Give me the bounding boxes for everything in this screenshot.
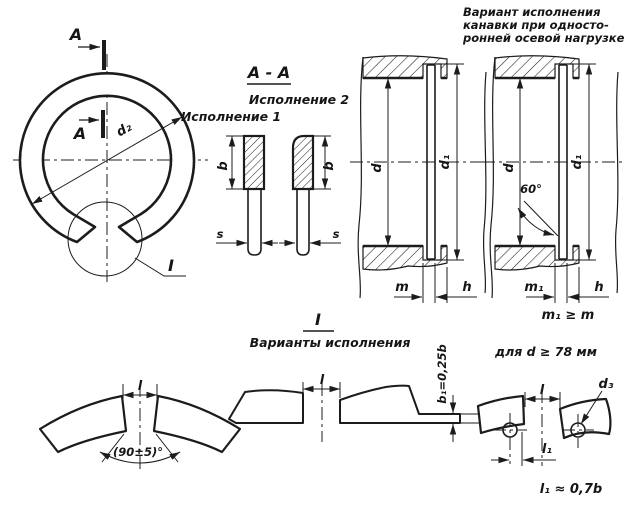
note-line3: ронней осевой нагрузке bbox=[462, 31, 625, 45]
dv3-l1-formula-note: l₁ ≈ 0,7b bbox=[540, 482, 602, 497]
groove-section-alt: d d₁ 60° m₁ h m₁ ≥ m bbox=[482, 55, 624, 323]
section-aa-title: A - A bbox=[246, 63, 291, 82]
dv1-angle-label: (90±5)° bbox=[113, 445, 163, 459]
gm-d-label: d bbox=[370, 163, 385, 173]
ring-front-view: I d₂ A A bbox=[13, 25, 208, 282]
dv1-angle-arc bbox=[99, 451, 181, 464]
d2-dim-label: d₂ bbox=[114, 120, 135, 141]
detail-i-title: I bbox=[315, 310, 321, 329]
gm-d1-label: d₁ bbox=[438, 154, 453, 169]
dv1-left-ring-end bbox=[38, 394, 128, 454]
dv2-l-label: l bbox=[320, 373, 325, 388]
gm-break-edge-left bbox=[357, 56, 364, 299]
ga-m1-label: m₁ bbox=[524, 280, 544, 295]
detail-i-section: I Варианты исполнения (90±5)° l b₁=0,25b bbox=[38, 310, 614, 497]
v1-lug-lower bbox=[247, 188, 262, 256]
variant-tapered-ends: b₁=0,25b l bbox=[228, 344, 482, 442]
dv3-l-label: l bbox=[540, 383, 545, 398]
ga-h-label: h bbox=[594, 280, 603, 295]
variant-angled-ends: (90±5)° l bbox=[38, 379, 242, 470]
section-letter-mid: A bbox=[72, 124, 86, 143]
gm-bore-surface-lines bbox=[363, 76, 447, 248]
detail-i-subtitle: Варианты исполнения bbox=[250, 335, 411, 350]
variant-holes-ends: для d ≥ 78 мм d₃ l l₁ l₁ ≈ 0,7b bbox=[476, 344, 614, 497]
ga-break-edge-right bbox=[614, 71, 619, 294]
v2-lug-lower bbox=[296, 188, 310, 256]
ga-bore-surface-lines bbox=[495, 76, 579, 248]
variant1-label: Исполнение 1 bbox=[181, 109, 281, 124]
dv1-right-ring-end bbox=[152, 394, 242, 454]
dv2-b1-label: b₁=0,25b bbox=[435, 344, 449, 404]
v2-ring-section-hatched bbox=[291, 134, 315, 191]
note-line2: канавки при односто- bbox=[463, 18, 609, 32]
section-letter-top: A bbox=[68, 25, 82, 44]
ga-angle-arc bbox=[517, 207, 555, 236]
dv1-l-label: l bbox=[138, 379, 143, 394]
v2-s-label: s bbox=[333, 227, 340, 241]
v2-b-label: b bbox=[322, 161, 337, 170]
dv3-l1-label: l₁ bbox=[542, 442, 552, 457]
section-aa-view: A - A Исполнение 2 Исполнение 1 b s b s bbox=[181, 63, 349, 256]
gm-h-label: h bbox=[462, 280, 471, 295]
gm-m-label: m bbox=[395, 280, 409, 295]
groove-section-main: d d₁ m h bbox=[350, 55, 490, 303]
gm-housing-top-hatched bbox=[362, 55, 448, 79]
ga-ring-edge-view bbox=[558, 64, 568, 260]
ga-m1-ge-m-note: m₁ ≥ m bbox=[542, 308, 595, 323]
v1-b-label: b bbox=[216, 161, 231, 170]
detail-leader-line bbox=[134, 257, 186, 277]
ga-angle-label: 60° bbox=[520, 182, 542, 196]
v1-s-label: s bbox=[217, 227, 224, 241]
dv2-left-ring-end bbox=[228, 389, 304, 424]
d2-diameter-line bbox=[31, 116, 183, 205]
v1-ring-section-hatched bbox=[242, 134, 266, 191]
dv3-d3-leader bbox=[580, 390, 603, 425]
groove-variant-note: Вариант исполнения канавки при односто- … bbox=[462, 5, 625, 45]
ga-d-label: d bbox=[502, 163, 517, 173]
gm-ring-edge-view bbox=[426, 64, 436, 260]
ga-housing-top-hatched bbox=[494, 55, 580, 79]
ga-break-edge-left bbox=[489, 56, 496, 299]
dv3-condition-note: для d ≥ 78 мм bbox=[494, 344, 597, 359]
variant2-label: Исполнение 2 bbox=[249, 92, 349, 107]
aa-version1: b s bbox=[216, 134, 278, 256]
aa-version2: b s bbox=[279, 134, 341, 256]
note-line1: Вариант исполнения bbox=[463, 5, 601, 19]
ga-d1-label: d₁ bbox=[570, 154, 585, 169]
dv2-right-ring-end bbox=[339, 384, 461, 424]
gm-break-edge-right bbox=[482, 71, 487, 294]
detail-ref-label: I bbox=[168, 256, 174, 275]
retaining-ring-outline bbox=[18, 72, 196, 244]
dv3-d3-label: d₃ bbox=[599, 377, 614, 392]
